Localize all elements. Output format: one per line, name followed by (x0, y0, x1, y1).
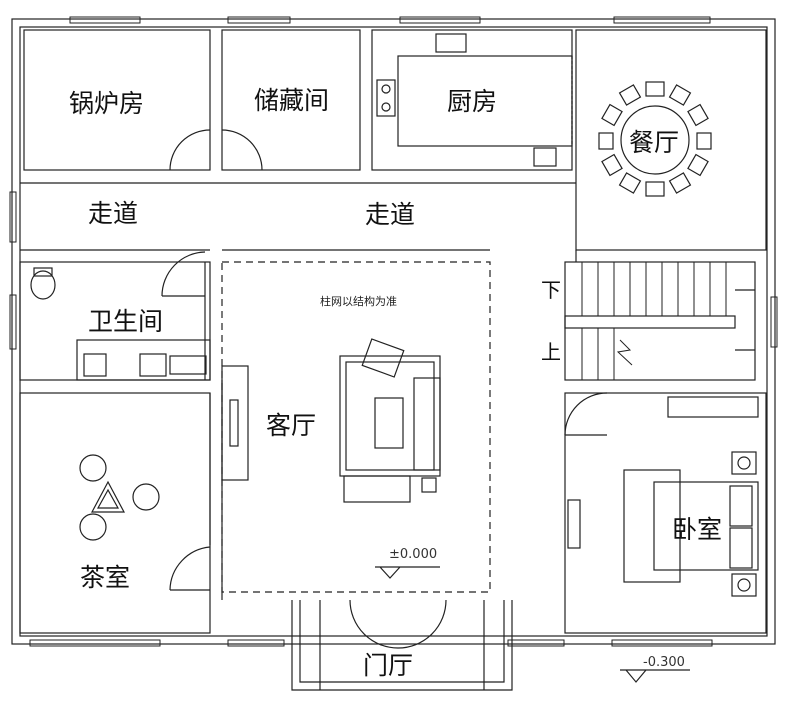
living-room-boundary (221, 261, 491, 593)
dining-table-icon (620, 105, 690, 175)
bedroom-tv-cabinet (567, 499, 581, 549)
storage-door-swing (221, 129, 263, 171)
bed-icon (653, 481, 759, 571)
bathroom-counter (76, 339, 211, 381)
room-label-corridor-left: 走道 (88, 199, 139, 228)
room-label-living: 客厅 (266, 411, 317, 440)
bedroom-door-swing (564, 392, 608, 436)
tea-chair-3 (79, 513, 107, 541)
sofa-bottom (343, 475, 411, 503)
entrance-door-left (349, 599, 399, 649)
room-label-entrance: 门厅 (363, 651, 414, 680)
room-label-storage: 储藏间 (254, 86, 330, 115)
windows (9, 16, 778, 647)
column-grid-note: 柱网以结构为准 (320, 295, 397, 308)
room-label-corridor-right: 走道 (365, 200, 416, 229)
side-table-icon (421, 477, 437, 493)
outer-wall-outer (11, 18, 776, 645)
stove-icon (376, 79, 396, 117)
fridge-icon (533, 147, 557, 167)
storage-room-walls (221, 29, 361, 171)
bed-rug (623, 469, 681, 583)
bathroom-door-swing (161, 251, 206, 297)
pillow-top (729, 485, 753, 527)
room-label-dining: 餐厅 (629, 128, 680, 157)
dining-chairs (598, 81, 712, 197)
tea-room-walls (19, 392, 211, 634)
kitchen-sink-icon (435, 33, 467, 53)
elevation-outside: -0.300 (643, 655, 685, 670)
room-label-bedroom: 卧室 (672, 515, 723, 544)
tea-chair-1 (79, 454, 107, 482)
stair-handrail (564, 315, 736, 329)
washing-machine-icon (139, 353, 167, 377)
boiler-room-walls (23, 29, 211, 171)
dining-room-walls (575, 29, 767, 251)
stair-label-down: 下 (541, 278, 561, 302)
toilet-icon (30, 270, 56, 300)
room-label-kitchen: 厨房 (447, 87, 498, 116)
stair-treads (581, 262, 727, 380)
nightstand-bottom (731, 573, 757, 597)
room-label-boiler: 锅炉房 (69, 89, 145, 118)
living-rug (339, 355, 441, 477)
boiler-door-swing (169, 129, 211, 171)
nightstand-top (731, 451, 757, 475)
coffee-table-icon (374, 397, 404, 449)
tv-cabinet (221, 365, 249, 481)
bedroom-walls (564, 392, 767, 634)
entrance-door-right (397, 599, 447, 649)
tea-room-door-swing (169, 546, 211, 591)
tea-table-icon (91, 480, 125, 513)
shower-icon (169, 355, 207, 375)
room-label-tea: 茶室 (80, 563, 131, 592)
elevation-main-floor: ±0.000 (389, 547, 438, 562)
pillow-bottom (729, 527, 753, 569)
wardrobe-icon (667, 396, 759, 418)
elevation-marker-outside (620, 669, 690, 683)
entrance-porch (291, 600, 513, 691)
sofa-right (413, 377, 441, 471)
tea-chair-2 (132, 483, 160, 511)
room-label-bathroom: 卫生间 (88, 307, 164, 336)
elevation-marker-main (375, 566, 440, 579)
washbasin-icon (83, 353, 107, 377)
armchair-icon (361, 338, 405, 378)
stair-label-up: 上 (541, 340, 561, 364)
